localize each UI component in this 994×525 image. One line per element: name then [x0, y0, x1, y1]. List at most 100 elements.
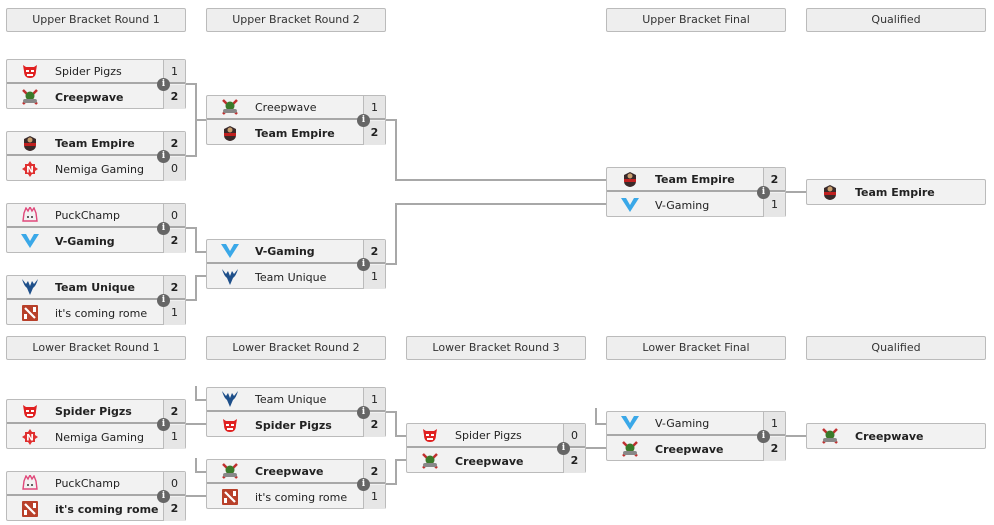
team-name[interactable]: Spider Pigzs [255, 418, 332, 432]
team-score: 2 [563, 449, 585, 473]
match-info-icon[interactable]: i [357, 258, 370, 271]
match-info-icon[interactable]: i [357, 114, 370, 127]
team-name[interactable]: Spider Pigzs [55, 64, 122, 78]
team-score: 0 [163, 157, 185, 181]
team-name[interactable]: Creepwave [255, 100, 317, 114]
nemiga-gaming-logo-icon: N [21, 160, 39, 178]
team-name[interactable]: V-Gaming [55, 234, 115, 248]
team-score: 1 [163, 60, 185, 82]
team-row[interactable]: Spider Pigzs 2 [207, 413, 385, 437]
team-name[interactable]: Creepwave [655, 442, 724, 456]
team-row[interactable]: Team Empire 2 [607, 168, 785, 192]
team-name[interactable]: it's coming rome [55, 306, 148, 320]
nemiga-gaming-logo-icon: N [21, 428, 39, 446]
team-unique-logo-icon [221, 390, 239, 408]
team-name[interactable]: PuckChamp [55, 476, 120, 490]
header-lower-round-1: Lower Bracket Round 1 [6, 336, 186, 360]
header-lower-round-2: Lower Bracket Round 2 [206, 336, 386, 360]
team-name[interactable]: Team Unique [55, 280, 135, 294]
team-unique-logo-icon [21, 278, 39, 296]
team-name[interactable]: Creepwave [55, 90, 124, 104]
team-name[interactable]: Team Unique [255, 392, 327, 406]
creepwave-logo-icon [21, 88, 39, 106]
team-score: 2 [363, 413, 385, 437]
match-info-icon[interactable]: i [157, 294, 170, 307]
team-score: 2 [163, 497, 185, 521]
team-name[interactable]: Spider Pigzs [455, 428, 522, 442]
team-name[interactable]: Spider Pigzs [55, 404, 132, 418]
team-row[interactable]: Creepwave 2 [407, 449, 585, 473]
team-name[interactable]: Creepwave [455, 454, 524, 468]
team-name[interactable]: PuckChamp [55, 208, 120, 222]
team-name[interactable]: Nemiga Gaming [55, 430, 144, 444]
team-name[interactable]: Team Unique [255, 270, 327, 284]
team-name[interactable]: V-Gaming [255, 244, 315, 258]
connector [385, 119, 606, 181]
team-name[interactable]: V-Gaming [655, 198, 710, 212]
team-row[interactable]: Team Unique 1 [207, 265, 385, 289]
match-info-icon[interactable]: i [157, 418, 170, 431]
team-name[interactable]: Creepwave [255, 464, 324, 478]
team-row[interactable]: Spider Pigzs 2 [7, 400, 185, 424]
team-name[interactable]: Team Empire [655, 172, 735, 186]
match-info-icon[interactable]: i [357, 478, 370, 491]
team-name[interactable]: Nemiga Gaming [55, 162, 144, 176]
match-info-icon[interactable]: i [557, 442, 570, 455]
team-row[interactable]: N Nemiga Gaming 0 [7, 157, 185, 181]
match-info-icon[interactable]: i [157, 490, 170, 503]
team-score: 1 [363, 265, 385, 289]
team-score: 2 [763, 168, 785, 190]
v-gaming-logo-icon [221, 242, 239, 260]
match-info-icon[interactable]: i [157, 222, 170, 235]
team-score: 2 [163, 400, 185, 422]
dota-logo-icon [221, 488, 239, 506]
match-info-icon[interactable]: i [357, 406, 370, 419]
team-name[interactable]: Team Empire [55, 136, 135, 150]
team-row[interactable]: PuckChamp 0 [7, 204, 185, 228]
team-unique-logo-icon [221, 268, 239, 286]
team-name[interactable]: it's coming rome [55, 502, 159, 516]
match-info-icon[interactable]: i [157, 78, 170, 91]
team-row[interactable]: PuckChamp 0 [7, 472, 185, 496]
team-name[interactable]: V-Gaming [655, 416, 710, 430]
team-score: 0 [163, 204, 185, 226]
match-info-icon[interactable]: i [757, 430, 770, 443]
team-score: 0 [163, 472, 185, 494]
match-info-icon[interactable]: i [757, 186, 770, 199]
match-info-icon[interactable]: i [157, 150, 170, 163]
team-row[interactable]: it's coming rome 2 [7, 497, 185, 521]
team-row[interactable]: Spider Pigzs 1 [7, 60, 185, 84]
header-lower-final: Lower Bracket Final [606, 336, 786, 360]
team-name[interactable]: it's coming rome [255, 490, 348, 504]
team-name[interactable]: Team Empire [255, 126, 335, 140]
